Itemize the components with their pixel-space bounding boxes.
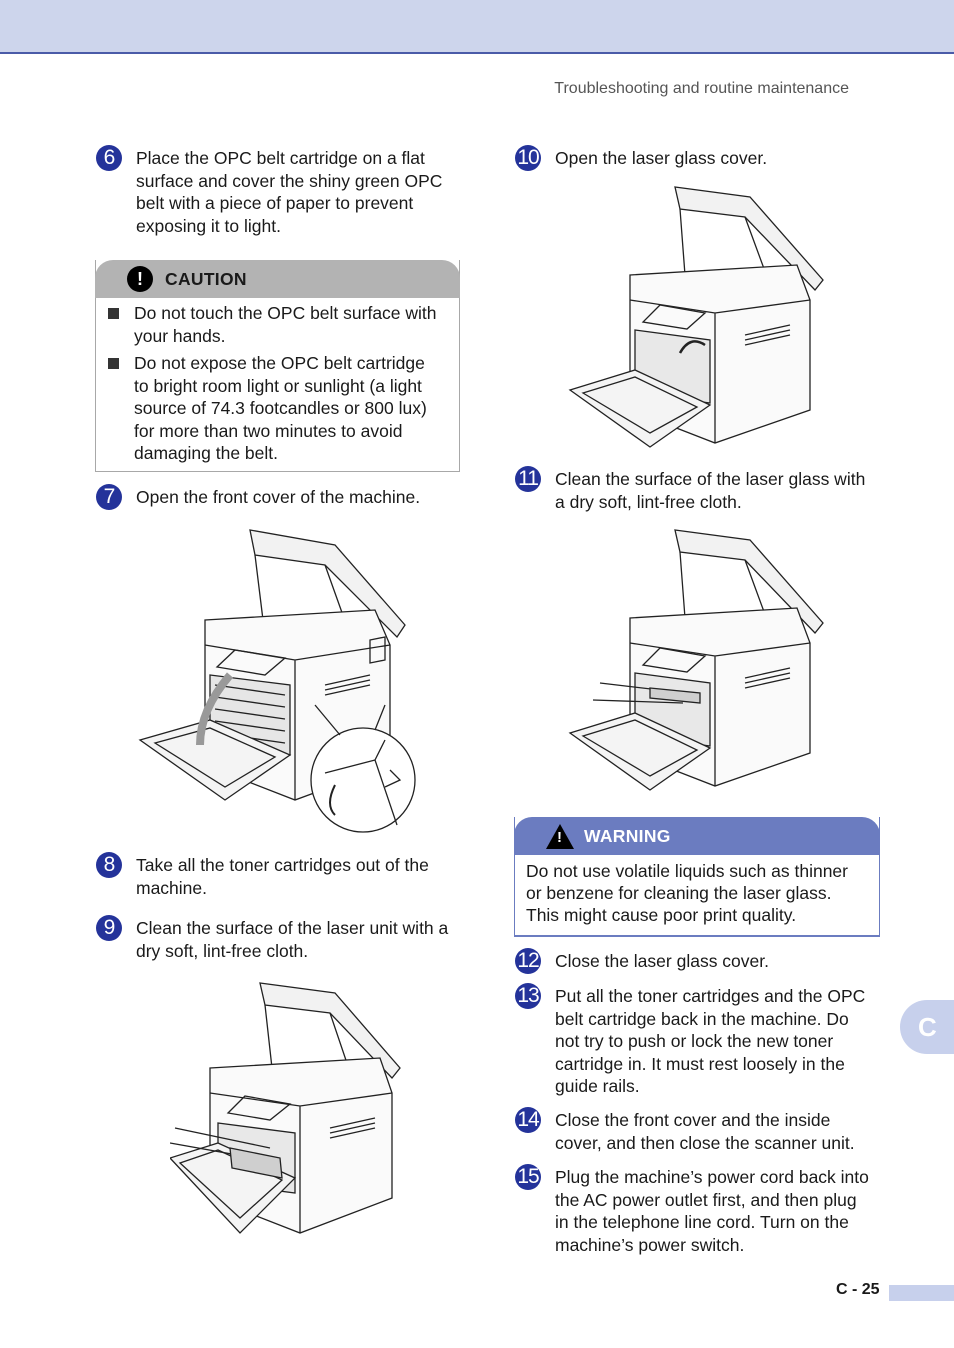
warning-text: Do not use volatile liquids such as thin… (526, 861, 848, 925)
step-15: 15 Plug the machine’s power cord back in… (515, 1164, 895, 1256)
caution-label: CAUTION (165, 268, 247, 289)
step-number: 11 (515, 466, 541, 492)
step-text: Take all the toner cartridges out of the… (136, 855, 429, 898)
step-number: 8 (96, 852, 122, 878)
list-item: Do not expose the OPC belt cartridge to … (108, 352, 449, 465)
printer-front-cover-illustration (138, 529, 416, 833)
warning-header: ! WARNING (514, 817, 880, 855)
step-number: 12 (515, 948, 541, 974)
step-text: Place the OPC belt cartridge on a flat s… (136, 148, 443, 236)
warning-box: ! WARNING Do not use volatile liquids su… (514, 817, 880, 937)
step-number: 15 (515, 1164, 541, 1190)
printer-laser-glass-cover-illustration (568, 186, 824, 448)
step-14: 14 Close the front cover and the inside … (515, 1107, 895, 1154)
step-10: 10 Open the laser glass cover. (515, 145, 895, 171)
step-9: 9 Clean the surface of the laser unit wi… (96, 915, 466, 962)
step-text: Open the front cover of the machine. (136, 487, 421, 507)
printer-laser-glass-illustration (568, 529, 824, 791)
step-7: 7 Open the front cover of the machine. (96, 484, 466, 510)
caution-header: ! CAUTION (95, 260, 460, 298)
page-number: C - 25 (836, 1281, 880, 1298)
step-text: Clean the surface of the laser glass wit… (555, 469, 866, 512)
running-head: Troubleshooting and routine maintenance (554, 80, 849, 97)
step-6: 6 Place the OPC belt cartridge on a flat… (96, 145, 466, 237)
step-number: 13 (515, 983, 541, 1009)
page-bar (889, 1285, 954, 1301)
step-8: 8 Take all the toner cartridges out of t… (96, 852, 466, 899)
step-number: 7 (96, 484, 122, 510)
step-text: Close the laser glass cover. (555, 951, 769, 971)
chapter-tab: C (900, 1000, 954, 1054)
step-11: 11 Clean the surface of the laser glass … (515, 466, 895, 513)
step-number: 6 (96, 145, 122, 171)
step-number: 9 (96, 915, 122, 941)
list-item: Do not touch the OPC belt surface with y… (108, 302, 449, 347)
step-text: Plug the machine’s power cord back into … (555, 1167, 869, 1255)
step-13: 13 Put all the toner cartridges and the … (515, 983, 895, 1098)
step-text: Open the laser glass cover. (555, 148, 768, 168)
warning-label: WARNING (584, 825, 671, 846)
step-number: 10 (515, 145, 541, 171)
step-number: 14 (515, 1107, 541, 1133)
step-12: 12 Close the laser glass cover. (515, 948, 895, 974)
caution-list: Do not touch the OPC belt surface with y… (96, 298, 459, 465)
step-text: Put all the toner cartridges and the OPC… (555, 986, 866, 1096)
exclamation-icon: ! (127, 266, 153, 292)
caution-box: ! CAUTION Do not touch the OPC belt surf… (95, 260, 460, 472)
step-text: Clean the surface of the laser unit with… (136, 918, 449, 961)
warning-triangle-icon: ! (546, 823, 574, 849)
printer-laser-unit-illustration (170, 982, 401, 1234)
step-text: Close the front cover and the inside cov… (555, 1110, 855, 1153)
top-band (0, 0, 954, 54)
